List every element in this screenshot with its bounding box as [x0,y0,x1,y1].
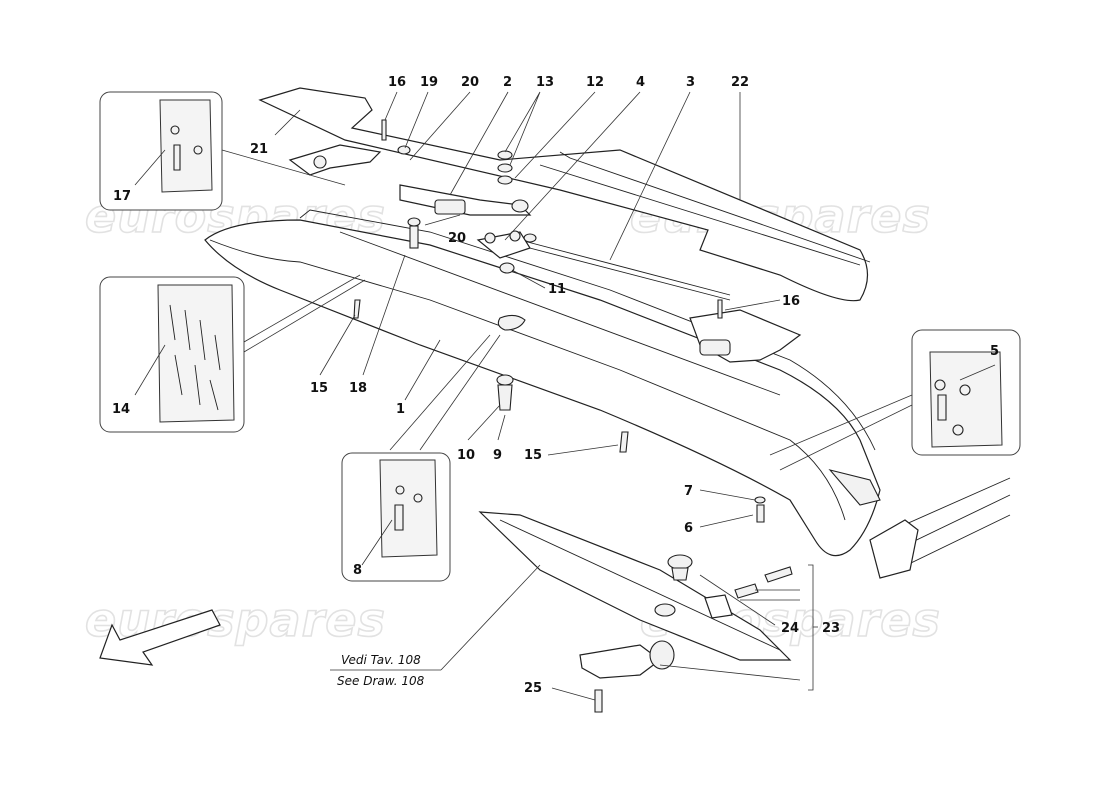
callout-20: 20 [461,75,479,90]
callout-15: 15 [310,381,328,396]
frame-rail [869,477,1011,579]
bumper-beam [204,209,881,557]
callout-4: 4 [636,75,645,90]
callout-15: 15 [524,448,542,463]
hinge-bracket-left [288,144,532,216]
reference-note: Vedi Tav. 108 See Draw. 108 [337,653,425,688]
hinge-bracket-right [689,309,802,363]
callout-13: 13 [536,75,554,90]
trim-panel [258,87,871,302]
callout-7: 7 [684,484,693,499]
callout-8: 8 [353,563,362,578]
arrow-icon [99,609,221,666]
callout-22: 22 [731,75,749,90]
detail-box-8 [341,452,451,582]
callout-10: 10 [457,448,475,463]
callout-16: 16 [388,75,406,90]
callout-9: 9 [493,448,502,463]
fasteners [353,119,766,523]
callout-5: 5 [990,344,999,359]
gas-strut [519,233,731,301]
callout-1: 1 [396,402,405,417]
callout-11: 11 [548,282,566,297]
callout-21: 21 [250,142,268,157]
lower-sill [478,511,793,713]
callout-3: 3 [686,75,695,90]
reference-note-it: Vedi Tav. 108 [341,653,421,667]
callout-18: 18 [349,381,367,396]
leader-lines [134,91,996,701]
detail-box-5 [911,329,1021,456]
callout-23: 23 [822,621,840,636]
mounting-bracket [476,230,531,259]
detail-box-17 [99,91,223,211]
reference-note-en: See Draw. 108 [337,674,425,688]
callout-6: 6 [684,521,693,536]
callout-16: 16 [782,294,800,309]
callout-17: 17 [113,189,131,204]
callout-12: 12 [586,75,604,90]
callout-14: 14 [112,402,130,417]
callout-labels: 16 19 20 2 13 12 4 3 22 21 17 20 11 16 5… [112,75,999,696]
callout-2: 2 [503,75,512,90]
callout-19: 19 [420,75,438,90]
callout-25: 25 [524,681,542,696]
callout-20: 20 [448,231,466,246]
callout-24: 24 [781,621,799,636]
